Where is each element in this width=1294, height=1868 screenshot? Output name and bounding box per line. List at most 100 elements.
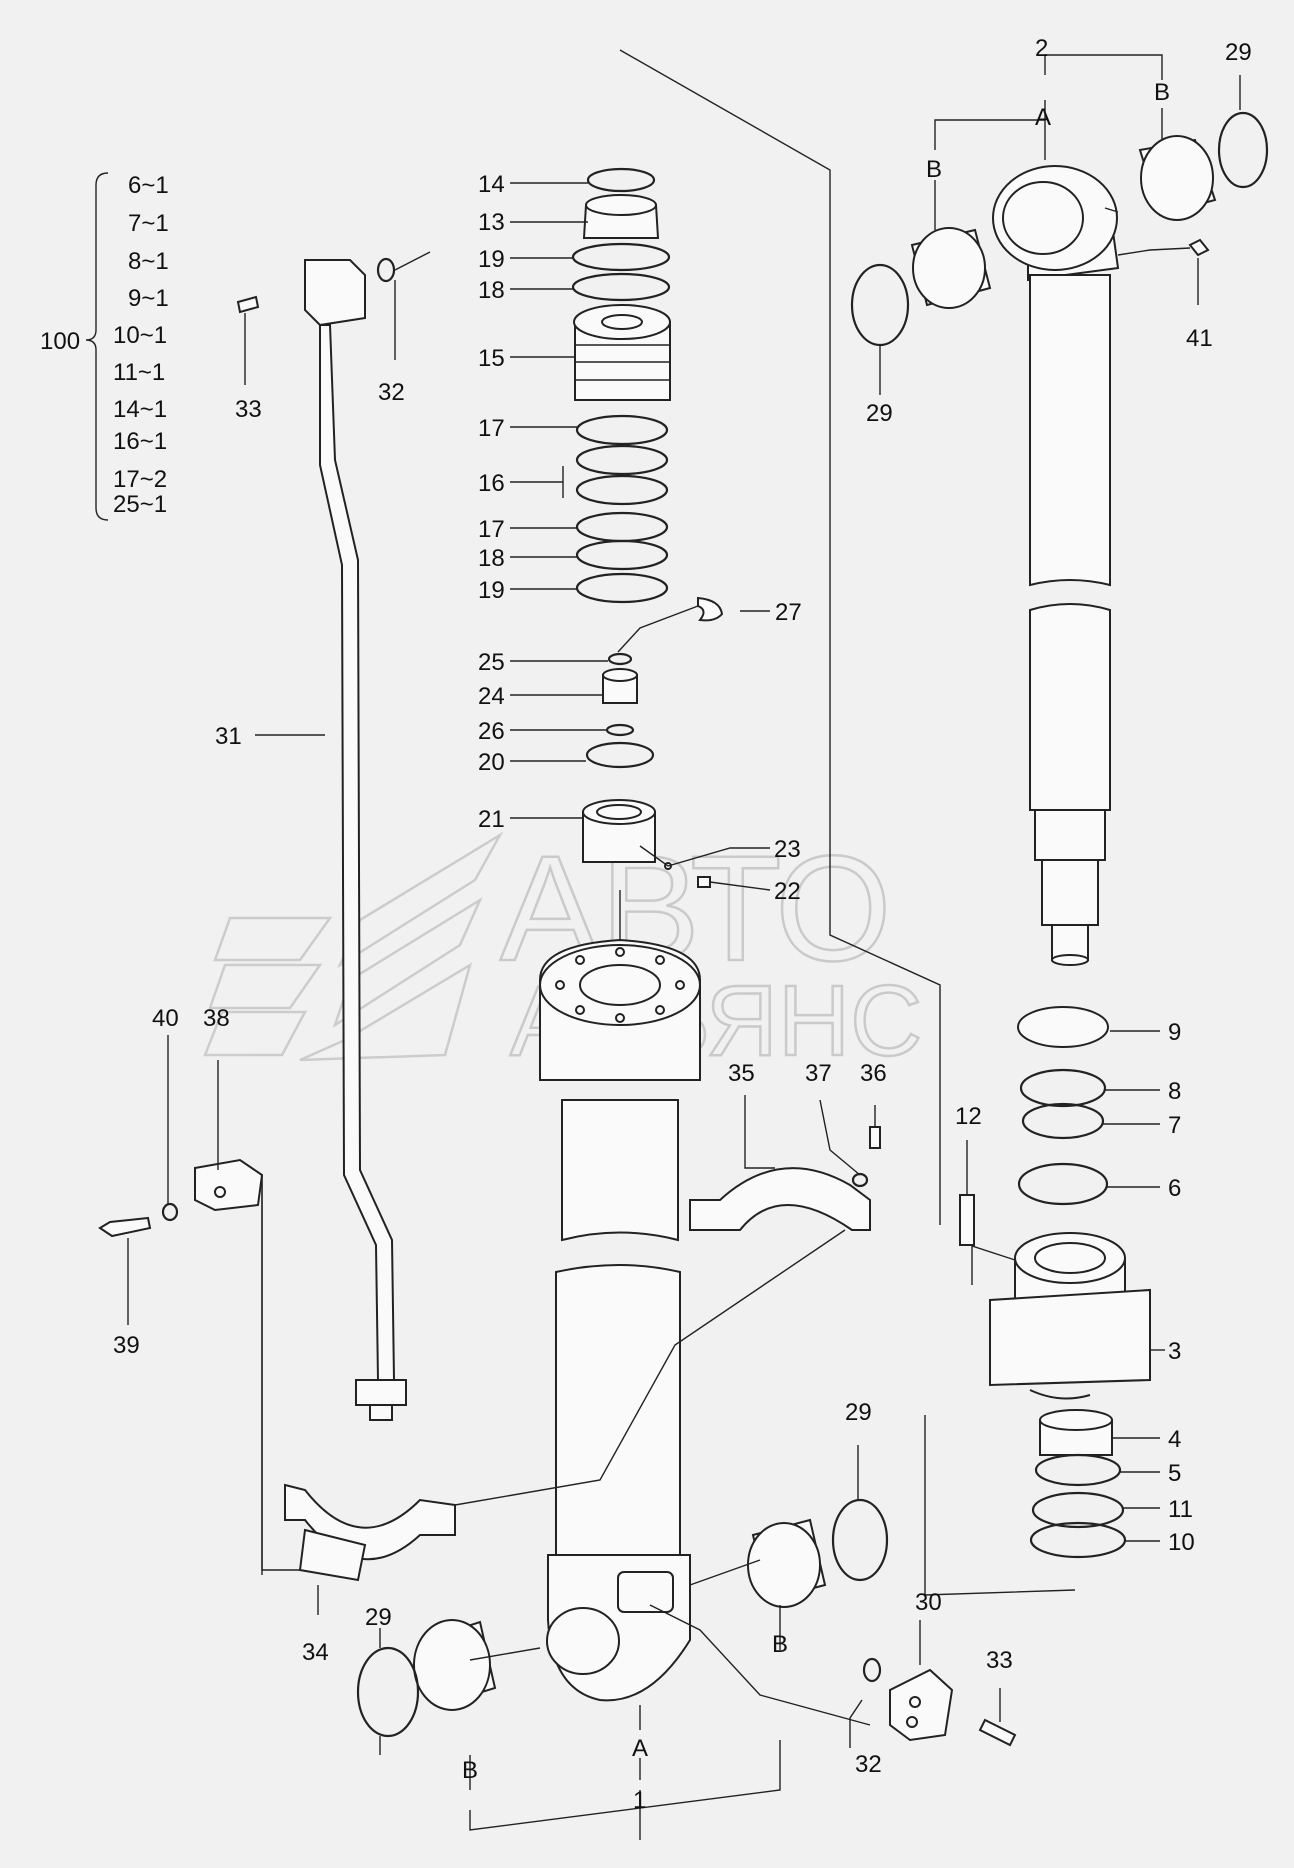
callout-17: 17 bbox=[478, 516, 505, 543]
callout-37: 37 bbox=[805, 1060, 832, 1087]
oring-29-bottom-right bbox=[831, 1498, 889, 1582]
bolt-33-bottom bbox=[978, 1718, 1017, 1747]
callout-38: 38 bbox=[203, 1005, 230, 1032]
callout-18: 18 bbox=[478, 277, 505, 304]
block-top bbox=[304, 259, 366, 327]
callout-29: 29 bbox=[1225, 39, 1252, 66]
callout-39: 39 bbox=[113, 1332, 140, 1359]
callout-11: 11 bbox=[1168, 1496, 1193, 1523]
bushing-b-bottom-left bbox=[413, 1619, 497, 1711]
kit-item: 7~1 bbox=[128, 210, 169, 237]
callout-23: 23 bbox=[774, 836, 801, 863]
ring-17-top bbox=[575, 414, 669, 446]
letter-b-bottom-right: B bbox=[772, 1631, 788, 1658]
ring-20 bbox=[585, 741, 655, 769]
ring-7 bbox=[1021, 1102, 1105, 1140]
callout-20: 20 bbox=[478, 749, 505, 776]
seal-9 bbox=[1017, 1006, 1109, 1048]
callout-33: 33 bbox=[235, 396, 262, 423]
letter-b-bottom-left: B bbox=[462, 1757, 478, 1784]
kit-item: 25~1 bbox=[113, 491, 167, 518]
callout-19: 19 bbox=[478, 577, 505, 604]
callout-10: 10 bbox=[1168, 1529, 1195, 1556]
ring-16b bbox=[575, 474, 669, 506]
kit-item: 9~1 bbox=[128, 285, 169, 312]
ring-16a bbox=[575, 444, 669, 476]
callout-17: 17 bbox=[478, 415, 505, 442]
ring-19-bottom bbox=[575, 572, 669, 604]
washer-37 bbox=[851, 1172, 869, 1188]
ring-18-top bbox=[571, 272, 671, 302]
callout-labels: 14 13 19 18 15 17 16 17 18 19 27 25 24 2… bbox=[113, 35, 1252, 1814]
cylinder-tube-1 bbox=[539, 938, 701, 1702]
oring-32-top bbox=[376, 257, 396, 283]
callout-13: 13 bbox=[478, 209, 505, 236]
ring-26 bbox=[605, 723, 635, 737]
bushing-b-bottom-right bbox=[747, 1518, 827, 1608]
callout-30: 30 bbox=[915, 1589, 942, 1616]
oring-29-top-right bbox=[1217, 111, 1269, 189]
callout-40: 40 bbox=[152, 1005, 179, 1032]
block-30 bbox=[889, 1668, 954, 1742]
kit-item: 16~1 bbox=[113, 428, 167, 455]
set-screw-22 bbox=[697, 876, 711, 888]
oring-32-bottom bbox=[862, 1657, 882, 1683]
callout-21: 21 bbox=[478, 806, 505, 833]
bolt-39 bbox=[98, 1216, 152, 1238]
callout-24: 24 bbox=[478, 683, 505, 710]
callout-25: 25 bbox=[478, 649, 505, 676]
pipe-31 bbox=[236, 257, 407, 1421]
callout-12: 12 bbox=[955, 1103, 982, 1130]
callout-6: 6 bbox=[1168, 1175, 1181, 1202]
callout-22: 22 bbox=[774, 878, 801, 905]
kit-number: 100 bbox=[40, 328, 80, 355]
kit-item: 14~1 bbox=[113, 396, 167, 423]
callout-15: 15 bbox=[478, 345, 505, 372]
clamp-34 bbox=[284, 1483, 456, 1582]
callout-4: 4 bbox=[1168, 1426, 1181, 1453]
bolt-33-top bbox=[236, 295, 260, 314]
kit-item: 6~1 bbox=[128, 172, 169, 199]
letter-a-top: A bbox=[1035, 104, 1051, 131]
oring-29-bottom-left bbox=[356, 1646, 420, 1738]
clamp-35 bbox=[689, 1167, 871, 1231]
callout-1: 1 bbox=[633, 1787, 646, 1814]
piston-rod-2 bbox=[992, 165, 1120, 966]
callout-29: 29 bbox=[365, 1604, 392, 1631]
ring-25 bbox=[607, 652, 633, 666]
bushing-b-top-right bbox=[1138, 135, 1217, 221]
bolt-12 bbox=[959, 1194, 975, 1246]
kit-item: 10~1 bbox=[113, 322, 167, 349]
callout-9: 9 bbox=[1168, 1019, 1181, 1046]
callout-19: 19 bbox=[478, 246, 505, 273]
bushing-b-top-left bbox=[910, 227, 992, 309]
ring-11 bbox=[1031, 1491, 1125, 1529]
callout-29: 29 bbox=[866, 400, 893, 427]
grease-fitting-41 bbox=[1188, 238, 1210, 257]
callout-8: 8 bbox=[1168, 1078, 1181, 1105]
callout-26: 26 bbox=[478, 718, 505, 745]
callout-29: 29 bbox=[845, 1399, 872, 1426]
callout-31: 31 bbox=[215, 723, 242, 750]
callout-7: 7 bbox=[1168, 1112, 1181, 1139]
callout-32: 32 bbox=[378, 379, 405, 406]
callout-18: 18 bbox=[478, 545, 505, 572]
letter-b-top-left: B bbox=[926, 156, 942, 183]
kit-item: 11~1 bbox=[113, 359, 165, 386]
seal-kit-list: 100 6~1 7~1 8~1 9~1 10~1 11~1 14~1 16~1 … bbox=[40, 172, 169, 521]
kit-item: 8~1 bbox=[128, 248, 169, 275]
bracket-38 bbox=[194, 1158, 264, 1212]
ring-17-bottom bbox=[575, 511, 669, 543]
callout-41: 41 bbox=[1186, 325, 1213, 352]
ring-8 bbox=[1019, 1068, 1107, 1108]
callout-2: 2 bbox=[1035, 35, 1048, 62]
callout-36: 36 bbox=[860, 1060, 887, 1087]
gland-3 bbox=[959, 1006, 1151, 1559]
callout-33: 33 bbox=[986, 1647, 1013, 1674]
letter-a-bottom: A bbox=[632, 1735, 648, 1762]
ring-19-top bbox=[571, 242, 671, 272]
callout-3: 3 bbox=[1168, 1338, 1181, 1365]
ring-6 bbox=[1017, 1162, 1109, 1206]
